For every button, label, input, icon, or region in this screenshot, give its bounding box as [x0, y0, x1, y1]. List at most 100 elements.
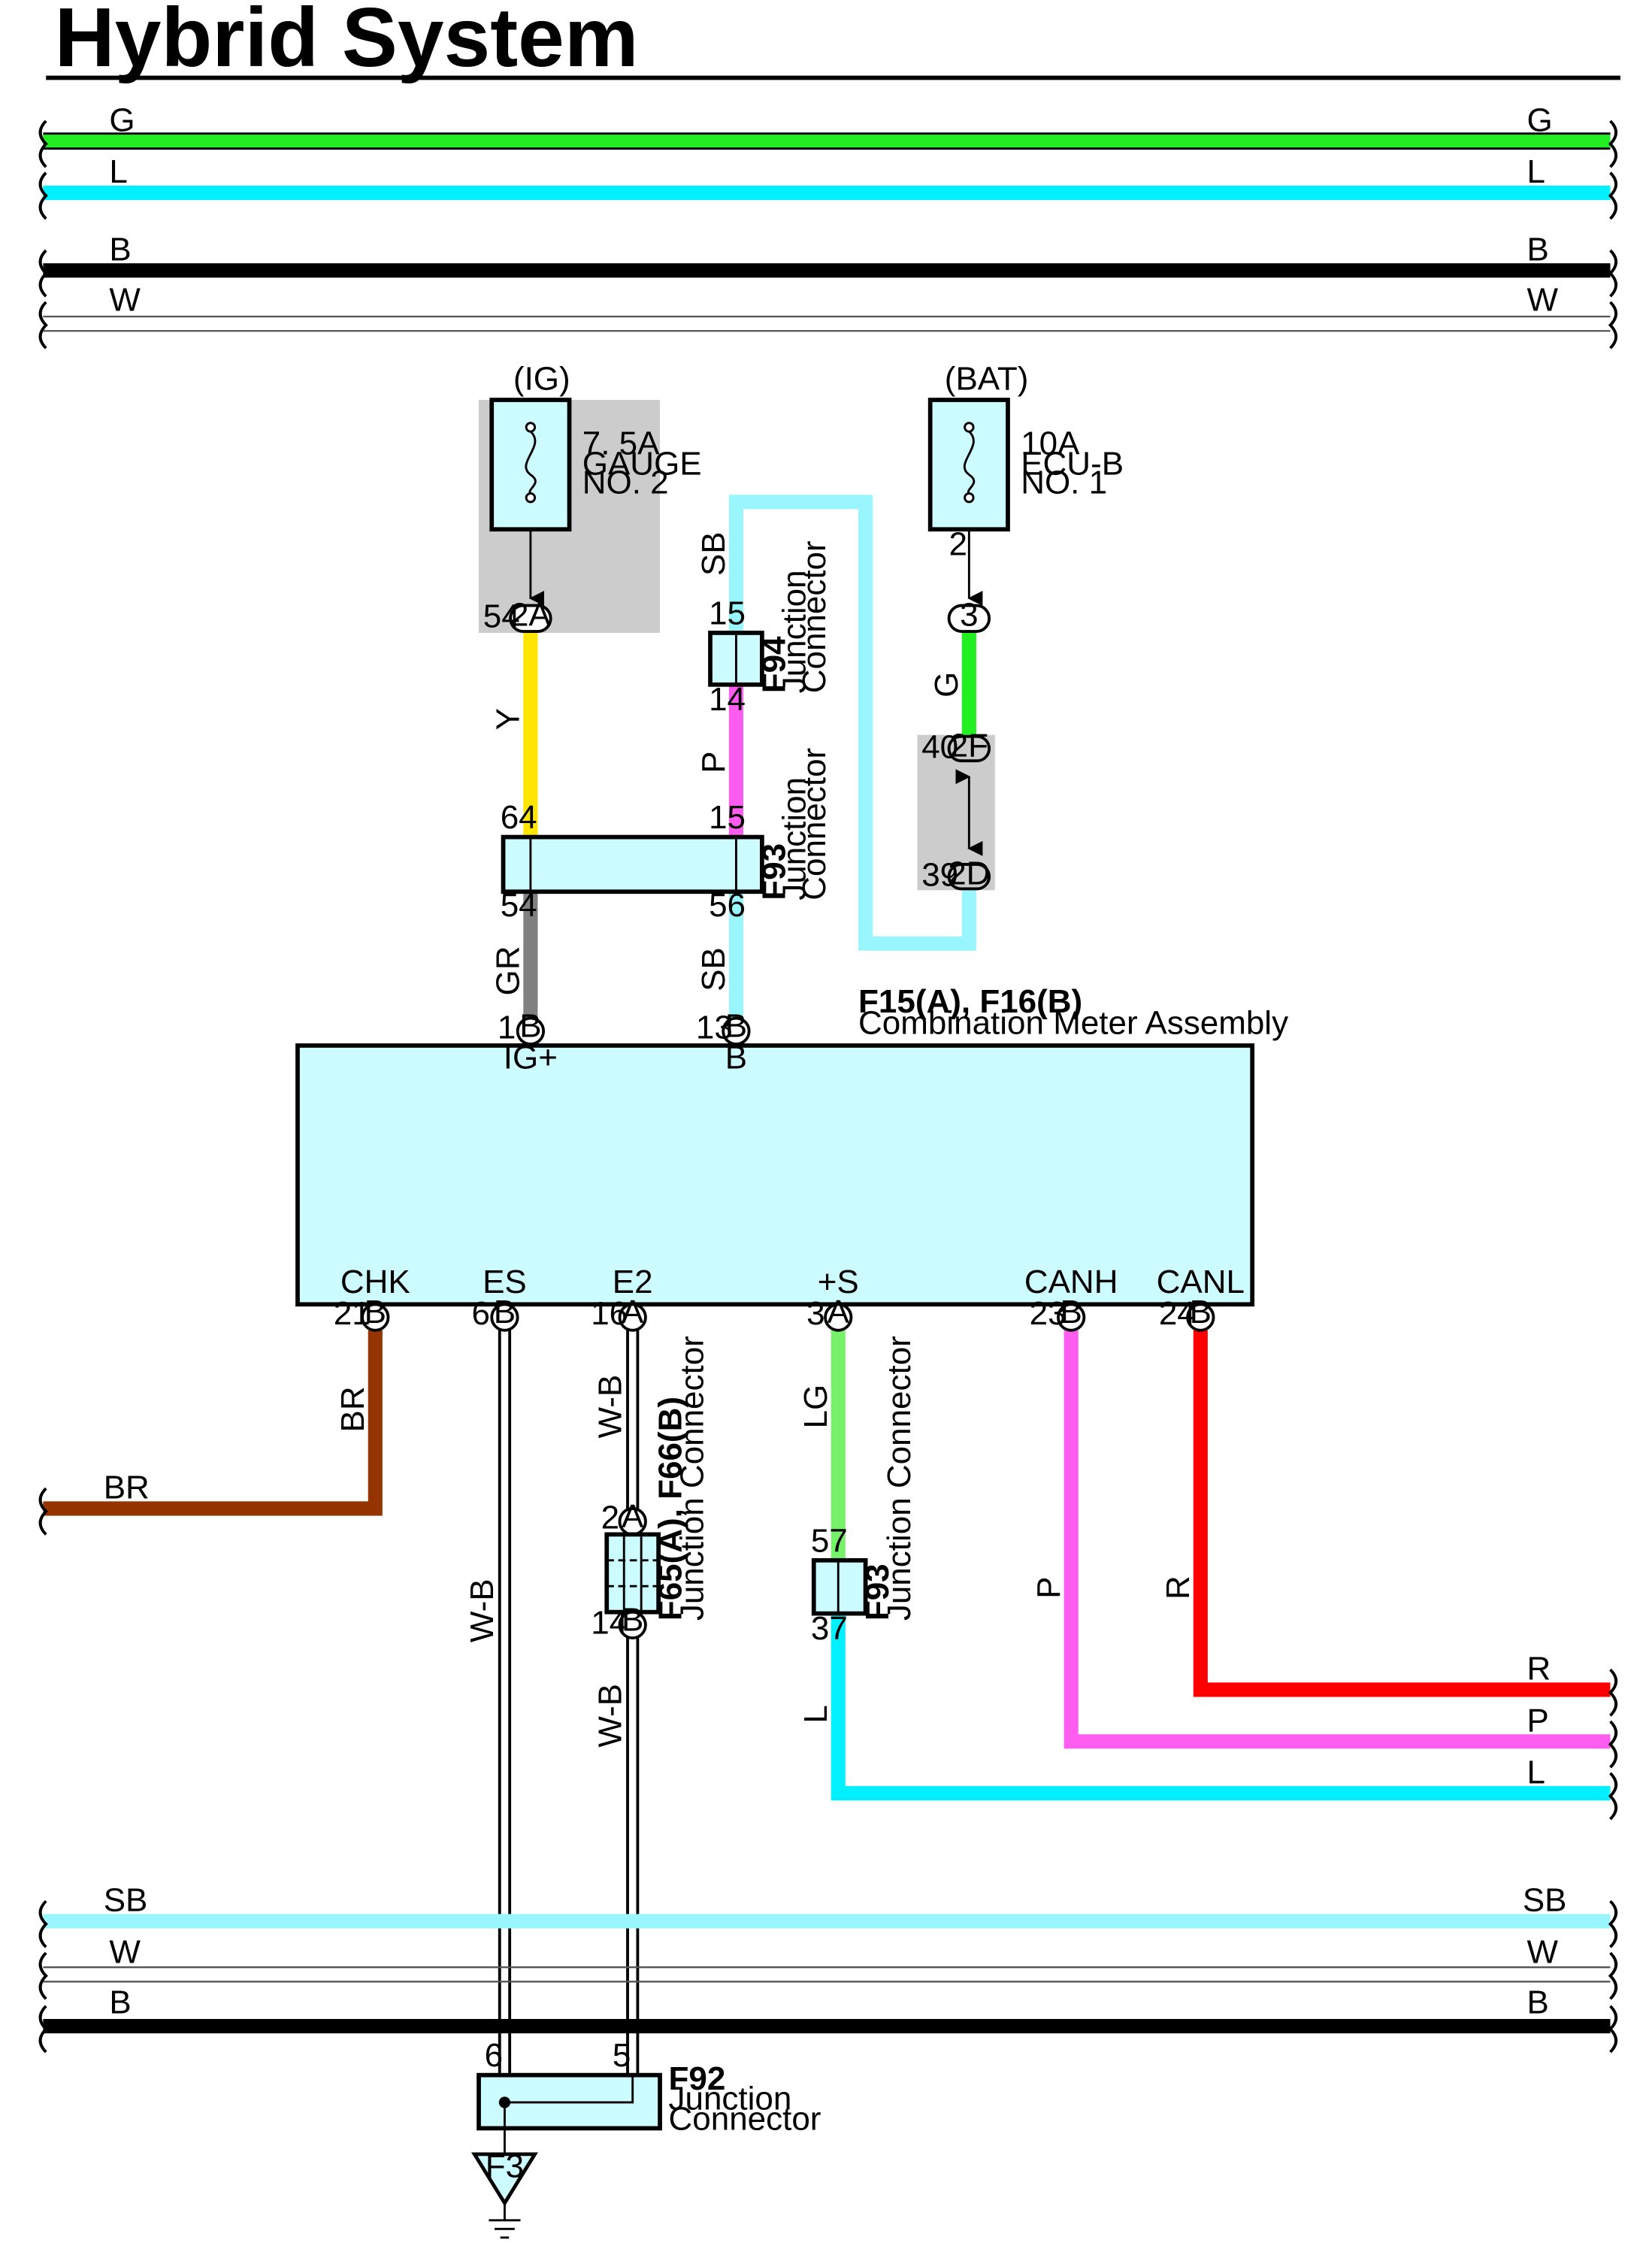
- pin-circle: [1057, 1303, 1086, 1332]
- wire-label: L: [109, 153, 127, 190]
- connector-id: F93: [859, 1563, 896, 1621]
- fuse-name: NO. 1: [1021, 464, 1107, 501]
- break-mark: [1608, 2005, 1618, 2054]
- combination-meter-assembly: F15(A), F16(B) Combination Meter Assembl…: [295, 983, 1288, 1307]
- fuse-element: [963, 431, 976, 495]
- wire-label: GR: [490, 946, 527, 995]
- pin-code: B: [1190, 1294, 1212, 1330]
- connector-f92: 6 5 F92 Junction Connector: [477, 2037, 821, 2137]
- page-title: Hybrid System: [55, 0, 639, 84]
- pin-code: B: [622, 1602, 643, 1639]
- ground-id: F3: [486, 2148, 524, 2184]
- connector-name: Junction: [776, 777, 812, 900]
- pin-number: 6: [485, 2037, 503, 2074]
- pin-number: 2: [949, 526, 967, 563]
- wire-label: W: [109, 1933, 141, 1970]
- pin-number: 24: [1159, 1295, 1196, 1332]
- pin-number: 2: [601, 1500, 619, 1536]
- fuse-terminal: [525, 422, 537, 433]
- break-mark: [1608, 301, 1618, 350]
- wire-label: R: [1527, 1651, 1551, 1687]
- pin-oval: [509, 604, 552, 633]
- wire-label: BR: [104, 1470, 150, 1506]
- fuse-terminal: [964, 422, 975, 433]
- pin-name: CHK: [340, 1264, 410, 1300]
- pin-oval: [947, 734, 991, 763]
- pin-number: 54: [501, 887, 537, 924]
- component-name: Combination Meter Assembly: [858, 1005, 1288, 1042]
- connector-name: Junction: [669, 2081, 792, 2117]
- ground-triangle: [470, 2152, 538, 2207]
- connector-id: F92: [669, 2060, 726, 2097]
- pin-number: 15: [709, 799, 746, 836]
- fuse-box: [927, 398, 1010, 532]
- pin-number: 5: [613, 2037, 631, 2074]
- connector-id: F94: [755, 636, 792, 693]
- bottom-bus-wires: SB SB W W B B: [38, 1882, 1618, 2054]
- pin-code: A: [622, 1294, 644, 1330]
- wire-label: B: [109, 1984, 131, 2020]
- fuse-name: NO. 2: [582, 464, 669, 501]
- break-mark: [38, 301, 48, 350]
- pin-number: 37: [811, 1610, 848, 1647]
- wire-label: P: [695, 751, 732, 773]
- pin-code: 3: [960, 596, 978, 633]
- wire-br: [43, 1330, 383, 1516]
- pin-name: CANL: [1157, 1264, 1245, 1300]
- pin-circle: [722, 1016, 751, 1046]
- wire-label: W-B: [592, 1684, 628, 1748]
- pin-circle: [618, 1303, 647, 1332]
- splice-link: [504, 2075, 634, 2104]
- pin-code: B: [494, 1294, 516, 1330]
- connector-f93: 64 15 54 56 F93 Junction Connector: [501, 748, 833, 924]
- pin-number: 13: [696, 1009, 733, 1046]
- wire-label: W: [1527, 281, 1559, 318]
- pin-circle: [516, 1016, 546, 1046]
- pin-circle: [1186, 1303, 1215, 1332]
- fuse-source: (IG): [513, 361, 570, 398]
- pin-number: 56: [709, 887, 746, 924]
- break-mark: [38, 171, 48, 220]
- wire-label: G: [928, 672, 965, 698]
- wire-label: W: [109, 281, 141, 318]
- break-mark: [38, 120, 48, 168]
- fuse-ecu-b-no1: (BAT) 10A ECU-B NO. 1 2 3: [927, 361, 1124, 633]
- pin-number: 54: [483, 598, 520, 634]
- break-mark: [38, 1899, 48, 1948]
- pin-code: B: [519, 1007, 541, 1044]
- break-mark: [1608, 171, 1618, 220]
- connector-name: Connector: [796, 748, 833, 900]
- connector-box: [501, 834, 764, 894]
- break-mark: [1608, 1951, 1618, 2000]
- pin-circle: [490, 1303, 519, 1332]
- break-mark: [1608, 249, 1618, 298]
- connector-name: Junction Connector: [881, 1336, 918, 1621]
- pin-number: 15: [709, 595, 746, 631]
- pin-number: 14: [709, 681, 746, 718]
- connector-f65-f66: A 2 B 14 F65(A), F66(B) Junction Connect…: [591, 1336, 710, 1641]
- fuse-terminal: [525, 492, 537, 504]
- fuse-terminal: [964, 492, 975, 504]
- connector-name: Connector: [796, 540, 833, 693]
- break-mark: [1608, 1668, 1618, 1717]
- fuse-gauge-no2: (IG) 7. 5A GAUGE NO. 2 2A 54: [479, 361, 702, 634]
- break-mark: [1608, 1899, 1618, 1948]
- pin-number: 14: [591, 1604, 628, 1641]
- break-mark: [38, 249, 48, 298]
- break-mark: [1608, 1720, 1618, 1769]
- wire-label: B: [109, 231, 131, 268]
- pin-number: 21: [334, 1295, 371, 1332]
- connector-name: Junction: [776, 570, 812, 693]
- break-mark: [1608, 120, 1618, 168]
- pin-name: B: [725, 1040, 747, 1076]
- fuse-name: GAUGE: [582, 446, 702, 483]
- wire-label: BR: [334, 1386, 371, 1432]
- wire-label: G: [1527, 101, 1553, 138]
- fuse-rating: 10A: [1021, 425, 1080, 462]
- fuse-name: ECU-B: [1021, 446, 1124, 483]
- wire-label: L: [797, 1705, 834, 1723]
- pin-name: ES: [483, 1264, 527, 1300]
- wire-label: W-B: [464, 1578, 501, 1642]
- break-mark: [38, 2005, 48, 2054]
- connector-id: F15(A), F16(B): [858, 983, 1082, 1020]
